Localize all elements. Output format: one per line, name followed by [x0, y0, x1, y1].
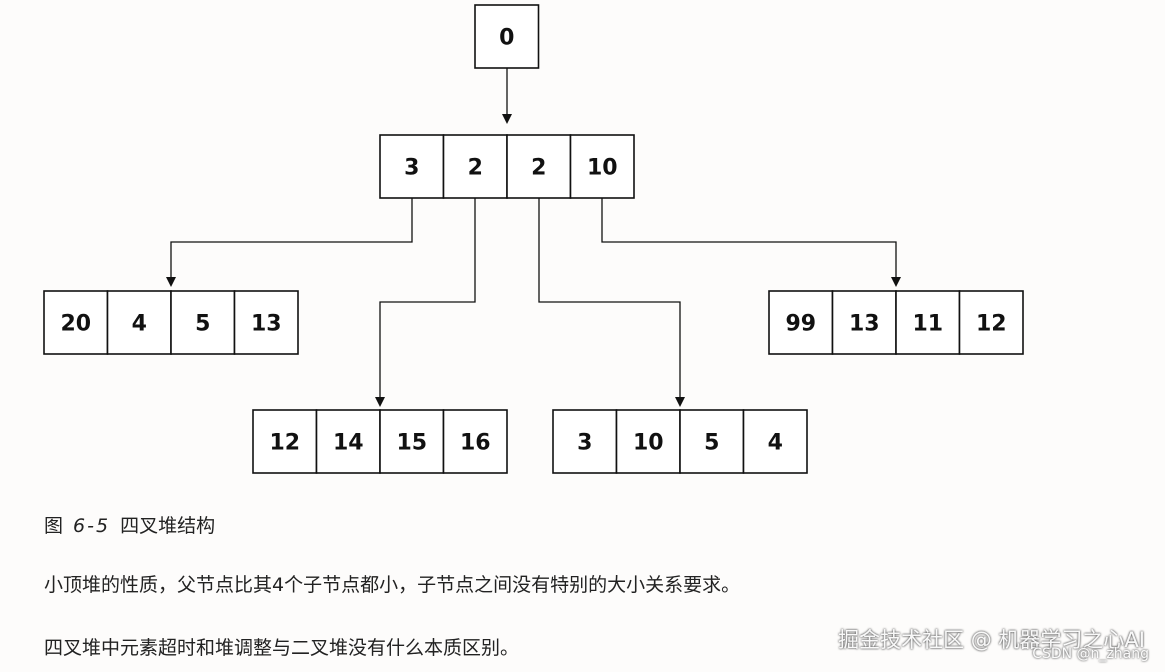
heap-node-root: 0: [474, 4, 540, 69]
paragraph-heap-adjust: 四叉堆中元素超时和堆调整与二叉堆没有什么本质区别。: [44, 637, 520, 659]
heap-cell: [958, 290, 1024, 355]
heap-cell-value: 0: [499, 26, 514, 51]
heap-cell: [742, 409, 808, 474]
heap-cell-value: 15: [396, 431, 427, 456]
heap-cell: [106, 290, 172, 355]
heap-cell-value: 11: [912, 312, 943, 337]
heap-cell-value: 20: [60, 312, 91, 337]
paragraph-heap-property: 小顶堆的性质，父节点比其4个子节点都小，子节点之间没有特别的大小关系要求。: [44, 574, 741, 596]
heap-cell-value: 5: [195, 312, 210, 337]
heap-cell: [569, 134, 635, 199]
heap-cell-value: 10: [587, 156, 618, 181]
heap-cell-value: 10: [633, 431, 664, 456]
quad-heap-diagram: 0 3 2 2 10 20 4 5 13 12 14 15 16 3 10 5 4 99 13 11 12: [43, 4, 1024, 474]
heap-cell: [831, 290, 897, 355]
heap-cell-value: 2: [531, 156, 546, 181]
heap-cell-value: 13: [849, 312, 880, 337]
heap-cell-value: 4: [768, 431, 783, 456]
heap-cell-value: 13: [251, 312, 282, 337]
heap-cell-value: 4: [132, 312, 147, 337]
heap-cell: [615, 409, 681, 474]
heap-cell-value: 2: [468, 156, 483, 181]
heap-cell: [768, 290, 834, 355]
heap-cell: [233, 290, 299, 355]
heap-node-child-c: 3 10 5 4: [552, 409, 808, 474]
edge-level1-to-child-a: [166, 198, 413, 287]
watermark-main: 掘金技术社区 @ 机器学习之心AI: [838, 628, 1145, 652]
heap-cell-value: 3: [577, 431, 592, 456]
heap-cell: [379, 134, 445, 199]
heap-cell: [679, 409, 745, 474]
heap-cell-value: 14: [333, 431, 364, 456]
edge-level1-to-child-b: [375, 198, 476, 407]
heap-cell-value: 5: [704, 431, 719, 456]
caption-prefix: 图: [44, 515, 64, 537]
heap-cell: [315, 409, 381, 474]
heap-node-child-a: 20 4 5 13: [43, 290, 299, 355]
heap-node-child-d: 99 13 11 12: [768, 290, 1024, 355]
heap-cell-value: 16: [460, 431, 491, 456]
caption-number: 6-5: [73, 515, 111, 537]
edges: [166, 68, 901, 407]
heap-cell-value: 3: [404, 156, 419, 181]
heap-cell: [442, 409, 508, 474]
nodes: 0 3 2 2 10 20 4 5 13 12 14 15 16 3 10 5 4 99 13 11 12: [43, 4, 1024, 474]
figure-caption: 图 6-5 四叉堆结构: [44, 511, 215, 538]
edge-level1-to-child-d: [601, 198, 901, 287]
heap-node-child-b: 12 14 15 16: [252, 409, 508, 474]
heap-cell-value: 99: [785, 312, 816, 337]
watermark-sub: CSDN @n_zhang: [1032, 646, 1149, 662]
heap-cell: [442, 134, 508, 199]
edge-level1-to-child-c: [538, 198, 685, 407]
heap-node-level1: 3 2 2 10: [379, 134, 635, 199]
heap-cell: [895, 290, 961, 355]
heap-cell-value: 12: [269, 431, 300, 456]
heap-cell-value: 12: [976, 312, 1007, 337]
caption-title: 四叉堆结构: [120, 515, 216, 537]
heap-cell: [474, 4, 540, 69]
